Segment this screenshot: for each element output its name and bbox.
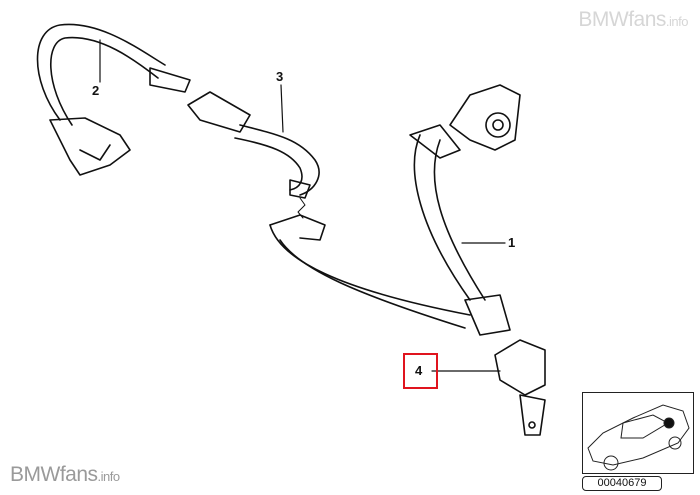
callout-2[interactable]: 2 — [92, 83, 100, 98]
watermark-text: BMWfans — [10, 463, 98, 486]
part-2-belt — [36, 23, 191, 176]
callout-4-highlight — [403, 353, 438, 389]
callout-3[interactable]: 3 — [276, 69, 284, 84]
diagram-number: 00040679 — [582, 476, 662, 491]
part-1-belt — [269, 84, 521, 336]
car-icon — [587, 404, 690, 471]
watermark-suffix: .info — [665, 14, 689, 29]
watermark-suffix: .info — [97, 469, 121, 484]
watermark-bottom: BMWfans.info — [10, 463, 120, 487]
watermark-text: BMWfans — [578, 8, 666, 31]
vehicle-location-thumbnail — [582, 392, 694, 474]
callout-1[interactable]: 1 — [508, 235, 516, 250]
callout-4[interactable]: 4 — [415, 363, 423, 378]
part-3-buckle — [187, 91, 320, 219]
leader-lines — [99, 39, 506, 372]
part-4-buckle — [494, 339, 546, 436]
watermark-top: BMWfans.info — [578, 8, 688, 32]
